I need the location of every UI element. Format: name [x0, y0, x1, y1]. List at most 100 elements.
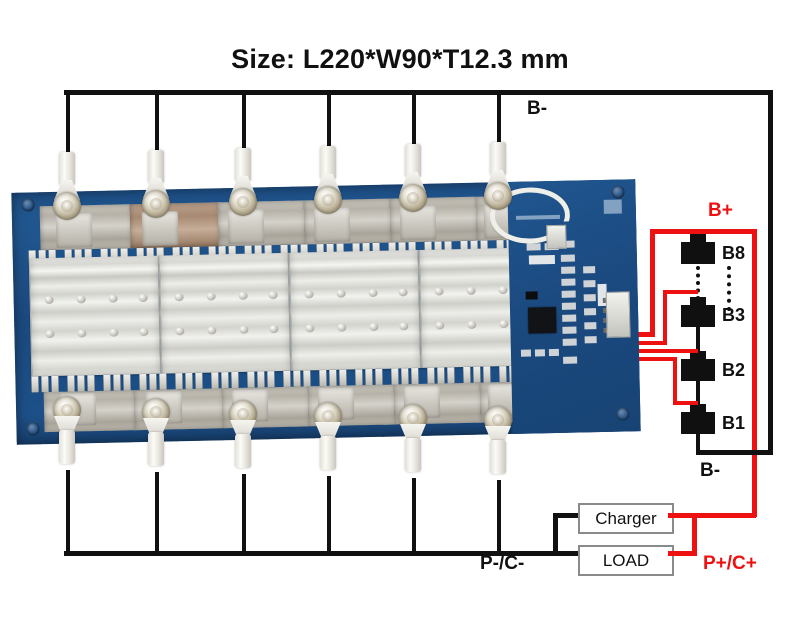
- mounting-hole-bottom-right: [616, 407, 630, 421]
- omitted-cells-dots-left: [696, 266, 704, 300]
- bottom-drop-wire-5: [412, 478, 416, 553]
- label-b-minus-bottom: B-: [700, 460, 721, 481]
- bottom-drop-wire-1: [66, 470, 70, 553]
- smd-component: [528, 254, 556, 265]
- load-box[interactable]: LOAD: [578, 545, 674, 576]
- battery-label-b8: B8: [722, 243, 746, 263]
- terminal-post-top-3: [228, 148, 258, 220]
- terminal-post-top-1: [52, 152, 82, 224]
- battery-cell-b2: [681, 351, 715, 381]
- heatshrink-sleeve: [235, 148, 251, 182]
- connector-pin: [602, 297, 606, 303]
- top-drop-wire-4: [327, 90, 331, 148]
- battery-label-b1: B1: [722, 413, 746, 433]
- battery-body: [681, 412, 715, 434]
- balance-wire-2-seg-h: [632, 349, 698, 353]
- smd-component: [563, 356, 578, 364]
- heatsink-2: [158, 252, 292, 374]
- terminal-post-top-4: [313, 146, 343, 218]
- heatshrink-sleeve: [405, 438, 421, 472]
- balance-wire-3-tap: [673, 401, 698, 405]
- battery-label-b3: B3: [722, 305, 746, 325]
- terminal-post-bottom-5: [398, 400, 428, 472]
- b-minus-stack-drop: [696, 432, 700, 454]
- battery-terminal-cap: [690, 297, 706, 306]
- b-minus-right-wire: [768, 90, 773, 453]
- smd-component: [584, 336, 597, 344]
- connector-pin: [603, 327, 607, 333]
- label-p-negative: P-/C-: [480, 553, 525, 574]
- battery-terminal-cap: [690, 234, 706, 243]
- heatshrink-sleeve: [490, 142, 506, 176]
- b-positive-trunk: [752, 229, 757, 517]
- battery-cell-b1: [681, 404, 715, 434]
- smd-component: [562, 338, 577, 346]
- smd-component: [561, 290, 576, 298]
- heatshrink-sleeve: [148, 150, 164, 184]
- p-positive-joiner: [692, 513, 697, 556]
- smd-component: [583, 308, 597, 316]
- heatsink-screw-holes: [160, 253, 291, 374]
- terminal-post-bottom-1: [52, 392, 82, 464]
- balance-wire-3-seg-v: [673, 357, 677, 405]
- controller-ic: [527, 306, 557, 334]
- page-title: Size: L220*W90*T12.3 mm: [231, 44, 569, 74]
- cell-link-b2-b1: [696, 379, 700, 407]
- charger-negative-lead: [553, 513, 581, 518]
- terminal-post-top-5: [398, 144, 428, 216]
- charger-box[interactable]: Charger: [578, 503, 674, 534]
- top-drop-wire-3: [242, 90, 246, 152]
- ring-lug: [229, 188, 257, 216]
- top-bus-wire: [64, 90, 772, 95]
- top-drop-wire-2: [155, 90, 159, 152]
- smd-component: [583, 266, 596, 274]
- top-drop-wire-5: [412, 90, 416, 148]
- b-positive-to-board: [632, 332, 655, 337]
- p-negative-riser: [553, 513, 558, 556]
- load-label: LOAD: [602, 550, 650, 570]
- smd-component: [548, 348, 560, 357]
- charger-positive-lead: [668, 513, 696, 518]
- ring-lug: [142, 190, 170, 218]
- top-drop-wire-1: [66, 90, 70, 156]
- balance-connector[interactable]: [602, 291, 631, 338]
- battery-body: [681, 305, 715, 327]
- heatshrink-sleeve: [320, 146, 336, 180]
- terminal-post-bottom-6: [483, 402, 513, 474]
- ring-lug: [399, 184, 427, 212]
- load-negative-lead: [553, 551, 581, 556]
- heatshrink-sleeve: [235, 434, 251, 468]
- silkscreen-marking: [603, 199, 622, 214]
- heatsink-3: [288, 249, 422, 371]
- mounting-hole-top-right: [611, 185, 625, 199]
- b-positive-left-drop: [650, 229, 655, 337]
- top-drop-wire-6: [497, 90, 501, 145]
- p-positive-bus: [692, 513, 756, 518]
- omitted-cells-dots-right: [727, 266, 735, 311]
- balance-wire-1-seg-h: [632, 341, 667, 345]
- smd-component: [526, 243, 541, 251]
- battery-terminal-cap: [690, 351, 706, 360]
- battery-cell-b3: [681, 297, 715, 327]
- label-b-minus-top: B-: [527, 98, 548, 119]
- smd-component: [562, 326, 577, 334]
- bottom-drop-wire-6: [497, 480, 501, 553]
- battery-terminal-cap: [690, 404, 706, 413]
- heatsink-screw-holes: [30, 256, 161, 377]
- smd-component: [561, 266, 576, 274]
- terminal-post-bottom-3: [228, 396, 258, 468]
- bottom-drop-wire-4: [327, 476, 331, 553]
- smd-component: [584, 322, 597, 330]
- terminal-post-bottom-2: [141, 394, 171, 466]
- heatshrink-sleeve: [320, 436, 336, 470]
- smd-component: [583, 294, 596, 302]
- terminal-post-bottom-4: [313, 398, 343, 470]
- smd-component: [561, 302, 577, 310]
- heatshrink-sleeve: [59, 152, 75, 186]
- balance-wire-1-tap: [663, 290, 698, 294]
- load-positive-lead: [668, 551, 696, 556]
- label-p-positive: P+/C+: [703, 553, 757, 574]
- battery-body: [681, 242, 715, 264]
- heatsink-screw-holes: [290, 250, 421, 371]
